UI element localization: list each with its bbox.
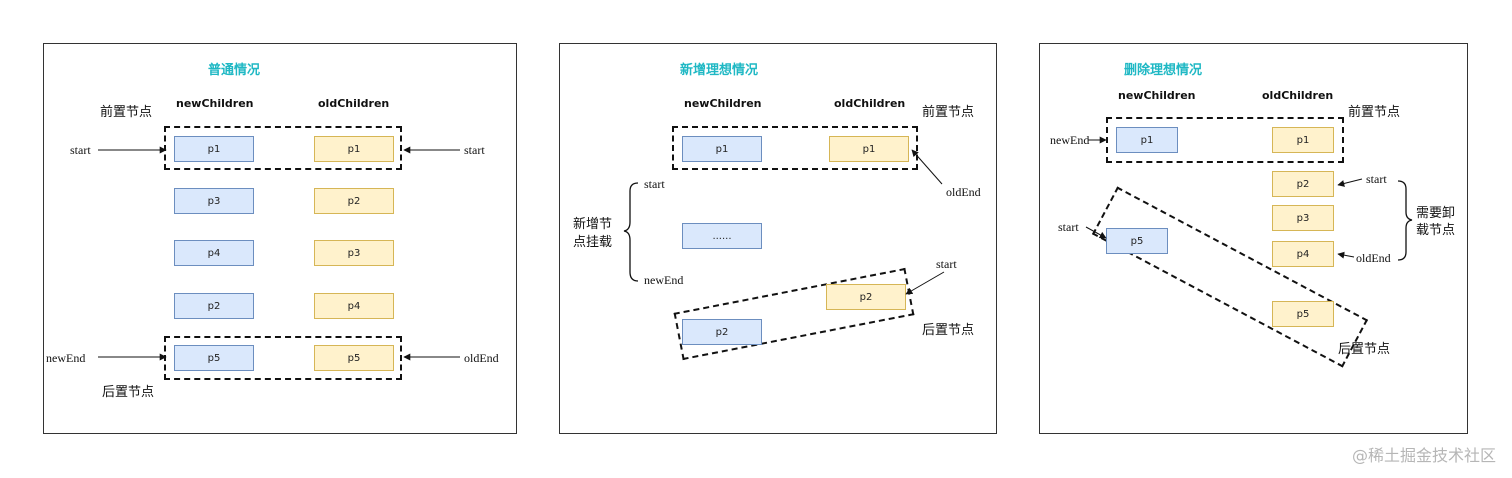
mount-label: 点挂载 <box>573 235 613 250</box>
pointer-old-end: oldEnd <box>1356 251 1391 265</box>
new-children-header: newChildren <box>684 97 762 110</box>
new-node: p5 <box>1106 228 1168 254</box>
old-node: p2 <box>1272 171 1334 197</box>
old-node: p3 <box>314 240 394 266</box>
old-node: p5 <box>314 345 394 371</box>
pointer-new-end: newEnd <box>1050 133 1090 147</box>
pointer-new-start: start <box>70 143 91 157</box>
front-dashed-group <box>1106 117 1344 163</box>
old-node: p4 <box>314 293 394 319</box>
back-node-label: 后置节点 <box>102 385 155 400</box>
back-node-label: 后置节点 <box>1338 342 1391 357</box>
new-children-header: newChildren <box>1118 89 1196 102</box>
mount-label: 新增节 <box>573 217 613 232</box>
new-node-placeholder: ...... <box>682 223 762 249</box>
old-node: p2 <box>826 284 906 310</box>
new-node: p2 <box>174 293 254 319</box>
pointer-start: start <box>644 177 665 191</box>
new-node: p5 <box>174 345 254 371</box>
old-node: p3 <box>1272 205 1334 231</box>
new-children-header: newChildren <box>176 97 254 110</box>
old-children-header: oldChildren <box>834 97 906 110</box>
new-node: p2 <box>682 319 762 345</box>
front-node-label: 前置节点 <box>1348 105 1401 120</box>
old-node: p5 <box>1272 301 1334 327</box>
front-node-label: 前置节点 <box>100 105 153 120</box>
back-node-label: 后置节点 <box>922 323 975 338</box>
pointer-new-end: newEnd <box>46 351 86 365</box>
old-children-header: oldChildren <box>1262 89 1334 102</box>
panel-add-ideal-case <box>559 43 997 434</box>
panel-title: 新增理想情况 <box>680 63 759 78</box>
old-children-header: oldChildren <box>318 97 390 110</box>
new-node: p1 <box>1116 127 1178 153</box>
panel-title: 删除理想情况 <box>1124 63 1203 78</box>
old-node: p1 <box>1272 127 1334 153</box>
new-node: p3 <box>174 188 254 214</box>
watermark: @稀土掘金技术社区 <box>1351 446 1496 465</box>
pointer-old-start: start <box>464 143 485 157</box>
old-node: p1 <box>314 136 394 162</box>
new-node: p4 <box>174 240 254 266</box>
pointer-new-start: start <box>1058 220 1079 234</box>
unmount-label: 需要卸 <box>1416 206 1456 221</box>
pointer-old-end: oldEnd <box>464 351 499 365</box>
brace-unmount <box>1397 180 1413 261</box>
front-dashed-group <box>672 126 918 170</box>
brace-mount <box>623 182 639 282</box>
arrow-new-start <box>1085 226 1107 239</box>
new-node: p1 <box>174 136 254 162</box>
new-node: p1 <box>682 136 762 162</box>
arrow-old-end <box>1337 251 1355 259</box>
front-node-label: 前置节点 <box>922 105 975 120</box>
pointer-new-end: newEnd <box>644 273 684 287</box>
arrow-old-start <box>905 271 945 295</box>
panel-title: 普通情况 <box>208 63 261 78</box>
pointer-old-end: oldEnd <box>946 185 981 199</box>
old-node: p1 <box>829 136 909 162</box>
old-node: p2 <box>314 188 394 214</box>
arrow-old-start <box>1337 178 1363 187</box>
old-node: p4 <box>1272 241 1334 267</box>
pointer-old-start: start <box>1366 172 1387 186</box>
unmount-label: 载节点 <box>1416 223 1456 238</box>
pointer-old-start: start <box>936 257 957 271</box>
panel-normal-case <box>43 43 517 434</box>
arrow-old-end <box>911 149 943 185</box>
